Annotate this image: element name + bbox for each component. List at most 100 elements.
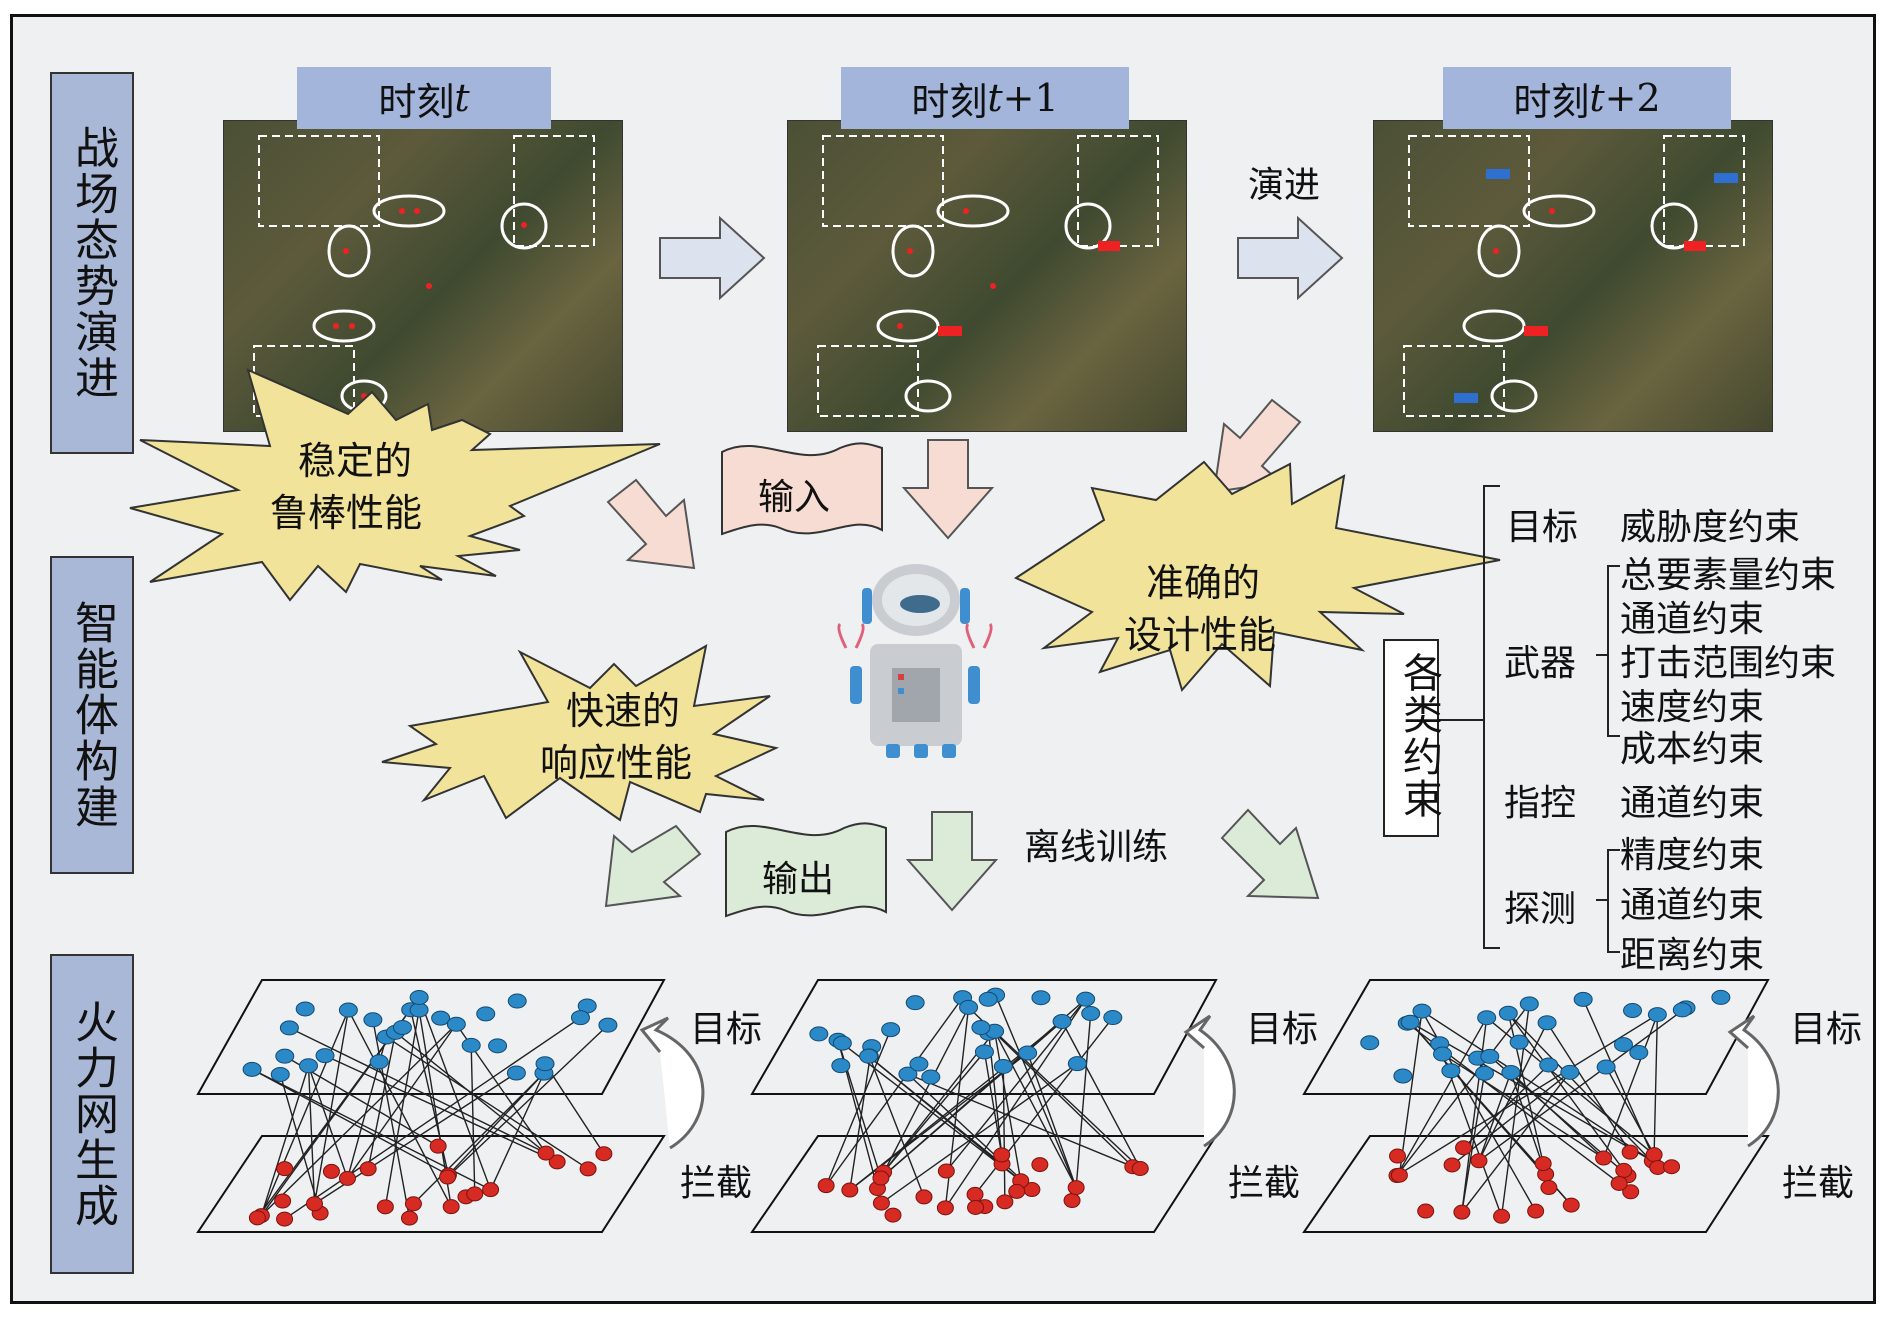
burst-robust-line2: 鲁棒性能 (270, 491, 423, 535)
target-node (507, 993, 527, 1009)
target-node (1441, 1063, 1461, 1079)
constraint-group-weapon: 武器 (1504, 643, 1577, 684)
intercept-node (1390, 1167, 1408, 1183)
battlefield-map-t2-overlay (1403, 135, 1745, 417)
intercept-node (1131, 1161, 1149, 1177)
network-link (883, 1051, 985, 1173)
target-node (959, 999, 979, 1015)
constraint-detect-channel: 通道约束 (1620, 885, 1765, 926)
target-node (279, 1020, 299, 1036)
intercept-node (872, 1195, 890, 1211)
burst-robust (129, 368, 661, 602)
network-1 (196, 979, 666, 1233)
target-node (1711, 989, 1731, 1005)
network-link (384, 1009, 420, 1207)
target-node (974, 1044, 994, 1060)
network-link (1396, 1013, 1658, 1177)
target-node (1433, 1046, 1453, 1062)
target-node (431, 1010, 451, 1026)
target-node (898, 1066, 918, 1082)
burst-robust-line1: 稳定的 (298, 439, 413, 483)
evolve-arrow-2 (1237, 215, 1344, 301)
network-link (993, 1031, 1022, 1181)
target-node (1573, 991, 1593, 1007)
burst-accurate-line1: 准确的 (1146, 561, 1261, 605)
target-node (905, 995, 925, 1011)
target-node (488, 1038, 508, 1054)
intercept-node (274, 1193, 292, 1209)
intercept-node (967, 1199, 985, 1215)
time-label-t1-suffix: +1 (1002, 76, 1059, 120)
network-link (1653, 1014, 1659, 1155)
network-link (418, 997, 492, 1190)
net3-target-label: 目标 (1790, 1009, 1863, 1050)
target-node (1031, 990, 1051, 1006)
target-node (299, 1058, 319, 1074)
target-node (832, 1035, 852, 1051)
target-node (1629, 1045, 1649, 1061)
network-link (994, 994, 1077, 1188)
network-link (346, 1023, 457, 1179)
network-link (1061, 1021, 1141, 1169)
network-link (1075, 1013, 1092, 1188)
constraint-cost: 成本约束 (1620, 729, 1765, 770)
target-node (1596, 1059, 1616, 1075)
constraint-command-channel: 通道约束 (1620, 783, 1765, 824)
network-link (367, 1032, 397, 1169)
target-node (1519, 996, 1539, 1012)
battlefield-map-t1 (787, 120, 1187, 432)
target-node (809, 1026, 829, 1042)
target-node (270, 1066, 290, 1082)
target-node (993, 1058, 1013, 1074)
intercept-node (872, 1170, 890, 1186)
network-link (868, 1055, 925, 1198)
net1-intercept-label: 拦截 (680, 1163, 753, 1204)
target-node (1539, 1057, 1559, 1073)
intercept-node (1562, 1197, 1580, 1213)
intercept-node (841, 1182, 859, 1198)
burst-fast-line2: 响应性能 (540, 741, 693, 785)
target-node (1509, 1034, 1529, 1050)
intercept-node (595, 1146, 613, 1162)
target-node (363, 1012, 383, 1028)
time-label-t2-prefix: 时刻 (1513, 79, 1590, 124)
target-node (570, 1010, 590, 1026)
network-link (1441, 1053, 1503, 1217)
intercept-node (548, 1154, 566, 1170)
constraint-speed: 速度约束 (1620, 687, 1765, 728)
output-label: 输出 (762, 859, 835, 900)
network-link (944, 998, 1087, 1209)
burst-accurate (1013, 460, 1501, 693)
target-node (1498, 1005, 1518, 1021)
target-node (1081, 1006, 1101, 1022)
intercept-node (359, 1161, 377, 1177)
network-link (907, 1073, 1134, 1168)
network-link (1398, 1010, 1423, 1176)
target-node (1647, 1007, 1667, 1023)
constraint-total-elements: 总要素量约束 (1620, 555, 1837, 596)
constraint-strike-range: 打击范围约束 (1620, 643, 1837, 684)
time-label-t-prefix: 时刻 (378, 79, 455, 124)
network-2 (750, 979, 1218, 1233)
network-link (849, 1046, 873, 1191)
intercept-node (1615, 1162, 1633, 1178)
side-label-evolution: 战场态势演进 (50, 72, 134, 454)
constraint-group-detect: 探测 (1504, 889, 1577, 930)
network-link (260, 1065, 310, 1216)
burst-fast (381, 644, 780, 822)
intercept-node (1622, 1184, 1640, 1200)
side-label-evolution-text: 战场态势演进 (67, 125, 118, 401)
intercept-node (376, 1199, 394, 1215)
network-nodes (242, 987, 1731, 1227)
time-label-t2-suffix: +2 (1604, 76, 1661, 120)
network-link (880, 1007, 970, 1179)
constraint-threat: 威胁度约束 (1620, 507, 1801, 548)
diag-arrow-right (1212, 398, 1302, 494)
intercept-node (400, 1210, 418, 1226)
network-link (1421, 1010, 1653, 1162)
target-node (1475, 1065, 1495, 1081)
network-link (489, 1072, 545, 1190)
target-node (1560, 1064, 1580, 1080)
target-node (461, 1037, 481, 1053)
constraint-group-command: 指控 (1504, 783, 1577, 824)
